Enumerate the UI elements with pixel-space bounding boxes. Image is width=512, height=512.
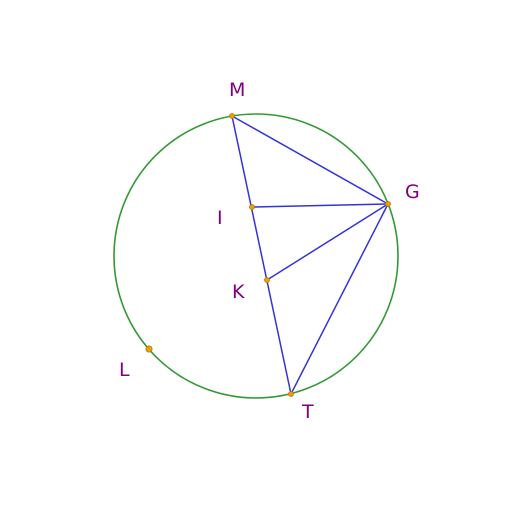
point-L xyxy=(145,345,153,353)
points xyxy=(145,113,391,397)
point-T xyxy=(288,391,294,397)
segment-KG xyxy=(266,203,389,281)
label-M: M xyxy=(229,79,245,101)
segment-MG xyxy=(231,115,389,205)
segment-GT xyxy=(290,203,389,395)
label-G: G xyxy=(405,181,420,203)
point-I xyxy=(249,204,255,210)
segment-IG xyxy=(251,203,389,208)
label-I: I xyxy=(217,207,223,229)
segments xyxy=(231,115,389,395)
label-L: L xyxy=(119,359,130,381)
point-K xyxy=(264,277,270,283)
point-G xyxy=(385,201,391,207)
segment-MT xyxy=(231,115,292,395)
point-M xyxy=(229,113,235,119)
label-T: T xyxy=(301,401,314,423)
label-K: K xyxy=(232,281,245,303)
circle xyxy=(113,113,399,399)
